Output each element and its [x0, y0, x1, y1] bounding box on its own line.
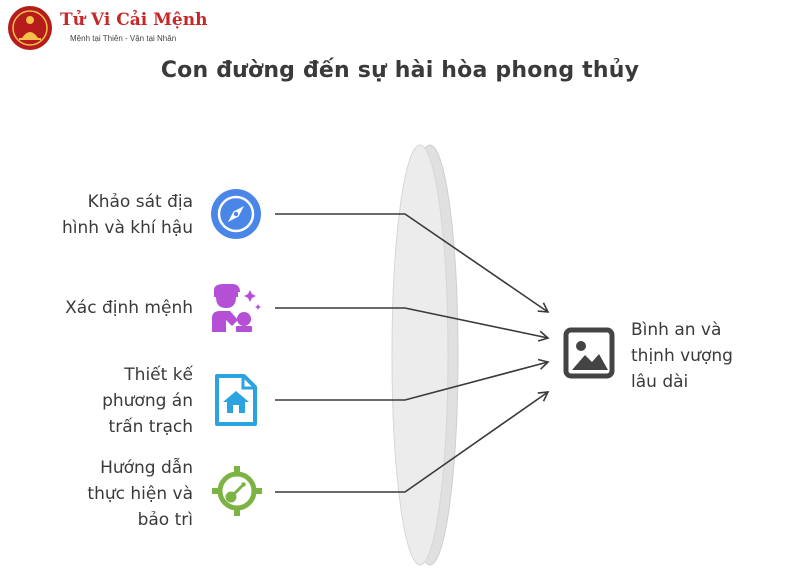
output-label-line-2: thịnh vượng	[631, 346, 733, 366]
input-label-1: Khảo sát địa hình và khí hậu	[0, 189, 193, 241]
input-label-1-line-2: hình và khí hậu	[61, 218, 193, 238]
output-label-line-1: Bình an và	[631, 320, 722, 340]
input-label-4-line-2: thực hiện và	[87, 484, 193, 504]
person-crystal-icon	[212, 284, 261, 332]
input-label-4-line-1: Hướng dẫn	[100, 458, 193, 478]
output-label: Bình an và thịnh vượng lâu dài	[631, 317, 791, 395]
input-label-4: Hướng dẫn thực hiện và bảo trì	[0, 455, 193, 533]
input-label-3-line-1: Thiết kế	[124, 365, 193, 385]
image-icon	[563, 327, 615, 379]
brand-name: Tử Vi Cải Mệnh	[60, 10, 208, 30]
compass-icon	[211, 189, 261, 239]
input-label-2-line-1: Xác định mệnh	[65, 298, 193, 318]
brand-logo-emblem	[8, 6, 52, 50]
input-label-2: Xác định mệnh	[0, 295, 193, 321]
input-label-4-line-3: bảo trì	[137, 510, 193, 530]
brand-logo: Tử Vi Cải Mệnh Mệnh tại Thiên - Vận tại …	[8, 6, 208, 58]
connector-3	[275, 358, 550, 401]
connector-1	[275, 213, 550, 313]
meditating-figure-icon	[9, 7, 51, 49]
input-label-3: Thiết kế phương án trấn trạch	[0, 362, 193, 440]
connector-4	[275, 391, 550, 493]
input-label-1-line-1: Khảo sát địa	[87, 192, 193, 212]
page-title: Con đường đến sự hài hòa phong thủy	[160, 58, 640, 83]
input-label-3-line-3: trấn trạch	[108, 417, 193, 437]
output-label-line-3: lâu dài	[631, 372, 689, 392]
input-label-3-line-2: phương án	[102, 391, 193, 411]
lens-shape	[391, 144, 459, 566]
target-key-icon	[212, 466, 262, 516]
connector-2	[275, 307, 550, 342]
brand-tagline: Mệnh tại Thiên - Vận tại Nhân	[70, 34, 177, 43]
house-document-icon	[215, 374, 257, 426]
